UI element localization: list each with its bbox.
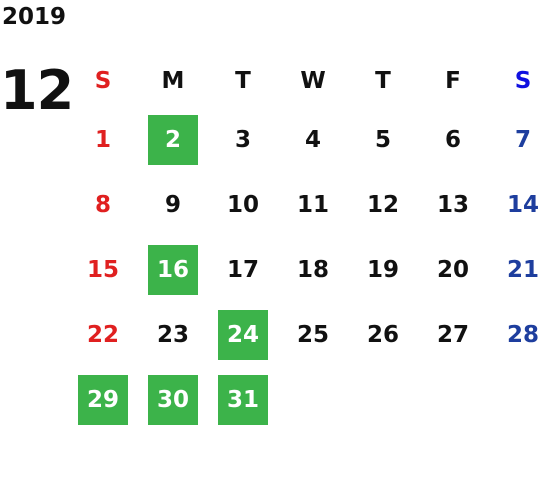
calendar-day-number: 29 [86, 386, 119, 413]
weekday-sunday: S [94, 68, 112, 94]
calendar-day-12[interactable]: 12 [348, 172, 418, 237]
calendar-day-21[interactable]: 21 [488, 237, 548, 302]
calendar-day-number: 27 [436, 321, 469, 348]
calendar-day-7[interactable]: 7 [488, 107, 548, 172]
calendar-week-row: 22 23 24 25 26 27 28 [68, 302, 548, 367]
calendar-day-4[interactable]: 4 [278, 107, 348, 172]
calendar-day-number: 9 [164, 191, 181, 218]
weekday-tuesday: T [235, 68, 251, 94]
calendar-day-20[interactable]: 20 [418, 237, 488, 302]
calendar-day-number: 20 [436, 256, 469, 283]
weekday-wednesday: W [300, 68, 326, 94]
calendar-day-number: 22 [86, 321, 119, 348]
calendar-day-26[interactable]: 26 [348, 302, 418, 367]
calendar-day-31[interactable]: 31 [208, 367, 278, 432]
calendar-day-15[interactable]: 15 [68, 237, 138, 302]
calendar-day-11[interactable]: 11 [278, 172, 348, 237]
weekday-header-row: S M T W T F S [68, 55, 548, 107]
calendar-day-25[interactable]: 25 [278, 302, 348, 367]
calendar-week-row: 29 30 31 [68, 367, 548, 432]
calendar-empty-cell [488, 367, 548, 432]
calendar-empty-cell [348, 367, 418, 432]
calendar-month: 12 [0, 59, 74, 122]
calendar-empty-cell [418, 367, 488, 432]
calendar-day-29[interactable]: 29 [68, 367, 138, 432]
calendar-day-number: 16 [156, 256, 189, 283]
calendar-day-number: 1 [94, 126, 111, 153]
calendar-day-number: 4 [304, 126, 321, 153]
calendar-day-number: 26 [366, 321, 399, 348]
calendar-day-14[interactable]: 14 [488, 172, 548, 237]
calendar-day-2[interactable]: 2 [138, 107, 208, 172]
calendar-day-number: 24 [226, 321, 259, 348]
calendar-day-9[interactable]: 9 [138, 172, 208, 237]
calendar-day-number: 30 [156, 386, 189, 413]
calendar-day-number: 8 [94, 191, 111, 218]
calendar-day-number: 7 [514, 126, 531, 153]
calendar-day-number: 5 [374, 126, 391, 153]
calendar-day-28[interactable]: 28 [488, 302, 548, 367]
calendar-week-row: 1 2 3 4 5 6 7 [68, 107, 548, 172]
calendar-day-number: 11 [296, 191, 329, 218]
calendar-week-row: 15 16 17 18 19 20 21 [68, 237, 548, 302]
weekday-saturday: S [514, 68, 532, 94]
calendar-day-22[interactable]: 22 [68, 302, 138, 367]
calendar-day-1[interactable]: 1 [68, 107, 138, 172]
calendar-day-number: 23 [156, 321, 189, 348]
calendar-year: 2019 [2, 4, 67, 30]
calendar-day-5[interactable]: 5 [348, 107, 418, 172]
calendar-day-24[interactable]: 24 [208, 302, 278, 367]
calendar-day-number: 12 [366, 191, 399, 218]
calendar-day-number: 6 [444, 126, 461, 153]
calendar-day-8[interactable]: 8 [68, 172, 138, 237]
calendar-day-number: 10 [226, 191, 259, 218]
calendar-day-number: 2 [164, 126, 181, 153]
calendar-day-18[interactable]: 18 [278, 237, 348, 302]
calendar-day-number: 15 [86, 256, 119, 283]
calendar-day-number: 25 [296, 321, 329, 348]
calendar-day-10[interactable]: 10 [208, 172, 278, 237]
weekday-monday: M [161, 68, 185, 94]
calendar-day-number: 28 [506, 321, 539, 348]
calendar-day-number: 21 [506, 256, 539, 283]
calendar-day-number: 31 [226, 386, 259, 413]
calendar-day-number: 14 [506, 191, 539, 218]
calendar-day-number: 18 [296, 256, 329, 283]
calendar-day-23[interactable]: 23 [138, 302, 208, 367]
calendar-week-row: 8 9 10 11 12 13 14 [68, 172, 548, 237]
calendar-day-number: 13 [436, 191, 469, 218]
calendar-day-number: 3 [234, 126, 251, 153]
calendar-day-16[interactable]: 16 [138, 237, 208, 302]
calendar-day-27[interactable]: 27 [418, 302, 488, 367]
calendar-empty-cell [278, 367, 348, 432]
calendar-day-13[interactable]: 13 [418, 172, 488, 237]
calendar-day-30[interactable]: 30 [138, 367, 208, 432]
weekday-friday: F [445, 68, 461, 94]
calendar-day-17[interactable]: 17 [208, 237, 278, 302]
weekday-thursday: T [375, 68, 391, 94]
calendar-day-19[interactable]: 19 [348, 237, 418, 302]
calendar-day-number: 17 [226, 256, 259, 283]
calendar-day-number: 19 [366, 256, 399, 283]
calendar-day-6[interactable]: 6 [418, 107, 488, 172]
calendar-day-3[interactable]: 3 [208, 107, 278, 172]
